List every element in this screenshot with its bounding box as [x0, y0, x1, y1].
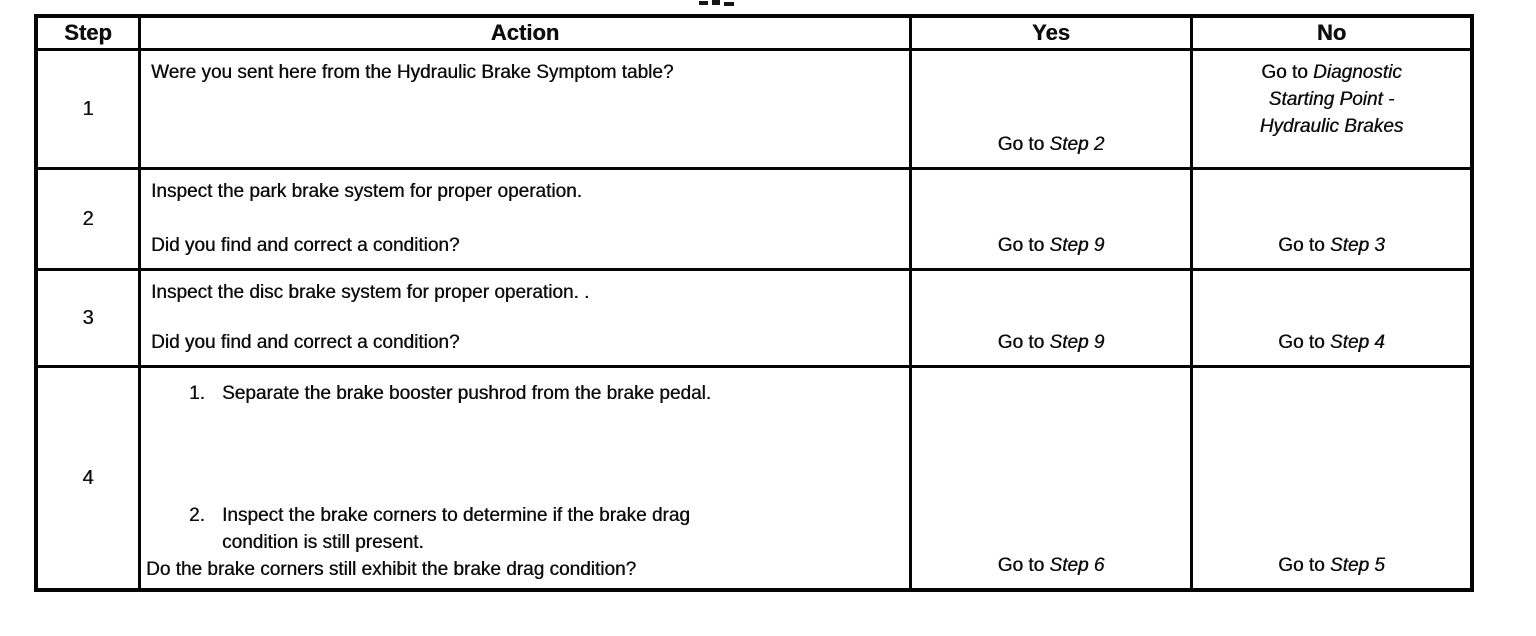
- list-text: Separate the brake booster pushrod from …: [222, 383, 712, 404]
- action-question: Did you find and correct a condition?: [151, 332, 460, 353]
- goto-target: Diagnostic Starting Point - Hydraulic Br…: [1259, 62, 1404, 137]
- spacer: [151, 306, 899, 329]
- goto-target: Step 2: [1049, 134, 1105, 155]
- goto-target: Step 3: [1329, 235, 1385, 256]
- goto-prefix: Go to: [997, 134, 1050, 155]
- goto-reference: Go to Step 4: [1278, 329, 1385, 356]
- spacer: [146, 407, 899, 502]
- goto-reference: Go to Step 6: [998, 552, 1105, 579]
- scan-artifact: [724, 2, 734, 6]
- goto-prefix: Go to: [997, 555, 1050, 576]
- goto-target: Step 9: [1049, 332, 1105, 353]
- step-number: 1: [82, 97, 94, 120]
- goto-target: Step 4: [1329, 332, 1385, 353]
- header-cell-no: No: [1193, 18, 1470, 48]
- goto-reference: Go to Step 3: [1278, 232, 1385, 259]
- numbered-step-1: 1. Separate the brake booster pushrod fr…: [189, 380, 899, 407]
- action-question: Were you sent here from the Hydraulic Br…: [151, 62, 674, 83]
- row3-step-cell: 3: [38, 271, 138, 365]
- goto-prefix: Go to: [1278, 235, 1330, 256]
- header-label-yes: Yes: [1032, 20, 1070, 45]
- goto-prefix: Go to: [1261, 62, 1314, 83]
- header-cell-action: Action: [141, 18, 909, 48]
- action-question: Do the brake corners still exhibit the b…: [146, 559, 637, 580]
- row1-action-cell: Were you sent here from the Hydraulic Br…: [141, 51, 909, 167]
- row2-no-cell: Go to Step 3: [1193, 170, 1470, 268]
- scan-artifact: [712, 0, 720, 5]
- row1-no-cell: Go to Diagnostic Starting Point - Hydrau…: [1193, 51, 1470, 167]
- action-instruction: Inspect the disc brake system for proper…: [151, 282, 590, 303]
- step-number: 4: [82, 466, 94, 489]
- row2-action-cell: Inspect the park brake system for proper…: [141, 170, 909, 268]
- header-label-action: Action: [490, 20, 560, 45]
- row4-no-cell: Go to Step 5: [1193, 368, 1470, 588]
- numbered-step-2: 2. Inspect the brake corners to determin…: [189, 502, 899, 556]
- goto-reference: Go to Step 5: [1278, 552, 1385, 579]
- row4-yes-cell: Go to Step 6: [912, 368, 1190, 588]
- spacer: [151, 205, 899, 232]
- header-label-step: Step: [64, 20, 112, 45]
- action-instruction: Inspect the park brake system for proper…: [151, 181, 582, 202]
- list-text: Inspect the brake corners to determine i…: [222, 505, 690, 553]
- goto-prefix: Go to: [997, 332, 1050, 353]
- step-number: 2: [82, 207, 94, 230]
- goto-target: Step 9: [1049, 235, 1105, 256]
- goto-prefix: Go to: [1278, 555, 1330, 576]
- goto-prefix: Go to: [1278, 332, 1330, 353]
- row2-step-cell: 2: [38, 170, 138, 268]
- goto-reference: Go to Diagnostic Starting Point - Hydrau…: [1228, 59, 1436, 140]
- row3-yes-cell: Go to Step 9: [912, 271, 1190, 365]
- header-label-no: No: [1316, 20, 1347, 45]
- goto-target: Step 5: [1329, 555, 1385, 576]
- row1-yes-cell: Go to Step 2: [912, 51, 1190, 167]
- step-number: 3: [82, 306, 94, 329]
- goto-prefix: Go to: [997, 235, 1050, 256]
- list-number: 2.: [189, 505, 205, 526]
- list-number: 1.: [189, 383, 205, 404]
- goto-reference: Go to Step 9: [998, 329, 1105, 356]
- scan-artifact: [699, 1, 708, 5]
- row3-no-cell: Go to Step 4: [1193, 271, 1470, 365]
- goto-reference: Go to Step 9: [998, 232, 1105, 259]
- goto-reference: Go to Step 2: [998, 131, 1105, 158]
- header-cell-step: Step: [38, 18, 138, 48]
- row1-step-cell: 1: [38, 51, 138, 167]
- row4-action-cell: 1. Separate the brake booster pushrod fr…: [141, 368, 909, 588]
- row3-action-cell: Inspect the disc brake system for proper…: [141, 271, 909, 365]
- row4-step-cell: 4: [38, 368, 138, 588]
- diagnostic-table: Step Action Yes No 1 Were you sent here …: [34, 14, 1474, 592]
- action-question: Did you find and correct a condition?: [151, 235, 460, 256]
- header-cell-yes: Yes: [912, 18, 1190, 48]
- goto-target: Step 6: [1049, 555, 1105, 576]
- row2-yes-cell: Go to Step 9: [912, 170, 1190, 268]
